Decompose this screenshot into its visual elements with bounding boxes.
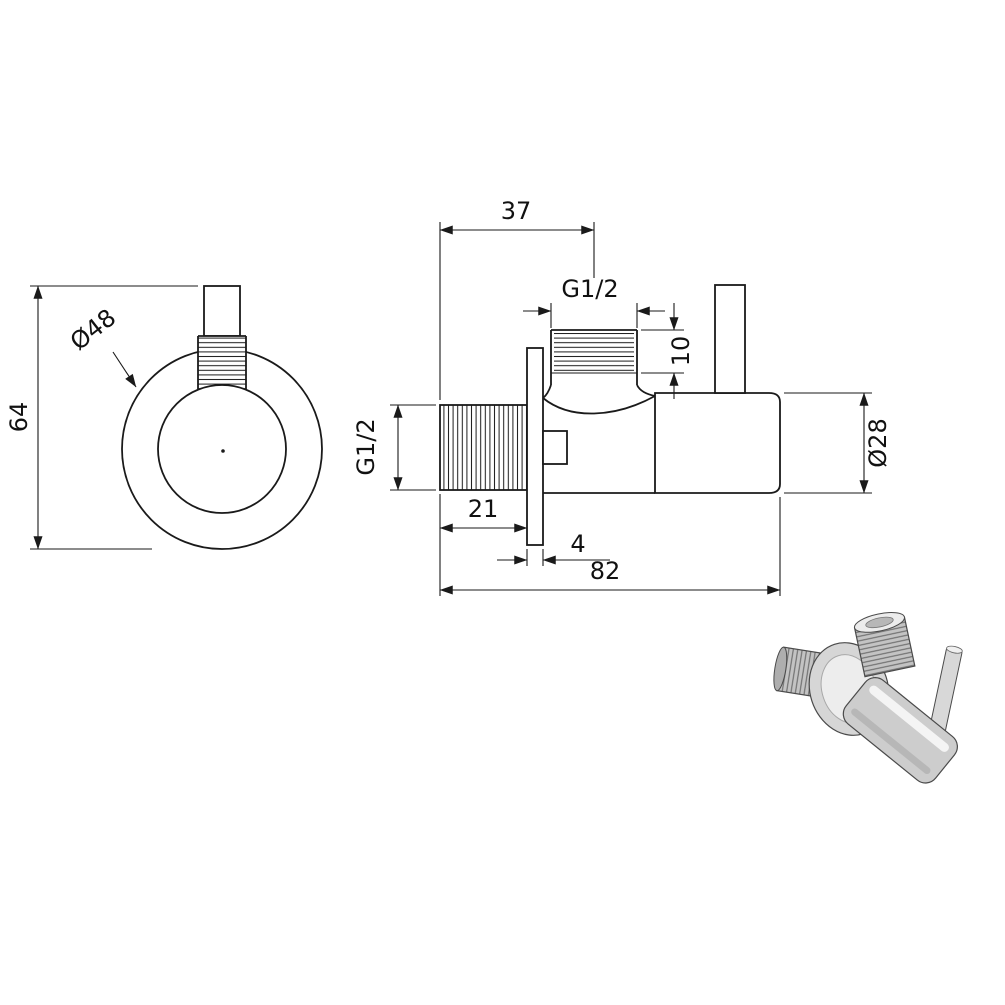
wall-plate xyxy=(526,347,544,546)
center-mark xyxy=(221,449,225,453)
dimension-diameter-48: Ø48 xyxy=(65,303,137,388)
dim-label-total-length-82: 82 xyxy=(590,557,621,585)
3d-body xyxy=(842,677,958,784)
inlet-thread-hatch xyxy=(440,405,527,490)
dim-label-height-64: 64 xyxy=(5,402,33,433)
3d-top-port xyxy=(853,612,916,678)
dim-label-diameter-48: Ø48 xyxy=(65,303,121,356)
body-inner-circle xyxy=(157,384,287,514)
dim-label-thread-top: G1/2 xyxy=(561,275,618,303)
dim-label-thread-length-10: 10 xyxy=(667,336,695,367)
3d-handle-pin xyxy=(928,645,963,737)
side-view xyxy=(439,284,781,546)
connector-notch xyxy=(542,430,568,465)
stem-thread-outline xyxy=(197,335,247,389)
dim-label-thread-inlet: G1/2 xyxy=(352,418,380,475)
dim-label-body-diameter-28: Ø28 xyxy=(864,418,892,467)
dimension-height-64: 64 xyxy=(5,285,198,550)
dim-label-inlet-length-21: 21 xyxy=(468,495,499,523)
top-port-outline xyxy=(550,329,638,385)
dim-label-plate-thickness-4: 4 xyxy=(570,530,585,558)
dim-label-width-37: 37 xyxy=(501,197,532,225)
handle-stem-side xyxy=(714,284,746,394)
valve-body xyxy=(654,392,781,494)
dimension-thread-inlet: G1/2 xyxy=(352,404,436,491)
body-neck xyxy=(542,384,656,494)
top-port-thread-hatch xyxy=(554,333,634,373)
dimension-plate-thickness-4: 4 xyxy=(497,530,610,566)
dimension-width-37: 37 xyxy=(439,197,595,400)
handle-stem-front xyxy=(203,285,241,337)
perspective-view xyxy=(773,612,963,784)
dimension-thread-top: G1/2 xyxy=(523,275,665,328)
dimension-inlet-length-21: 21 xyxy=(439,495,528,533)
stem-thread-hatch xyxy=(198,336,246,389)
front-view xyxy=(121,285,323,550)
dimension-body-diameter-28: Ø28 xyxy=(784,392,892,494)
dimension-thread-length-10: 10 xyxy=(641,303,695,399)
dimension-total-length-82: 82 xyxy=(439,494,781,596)
